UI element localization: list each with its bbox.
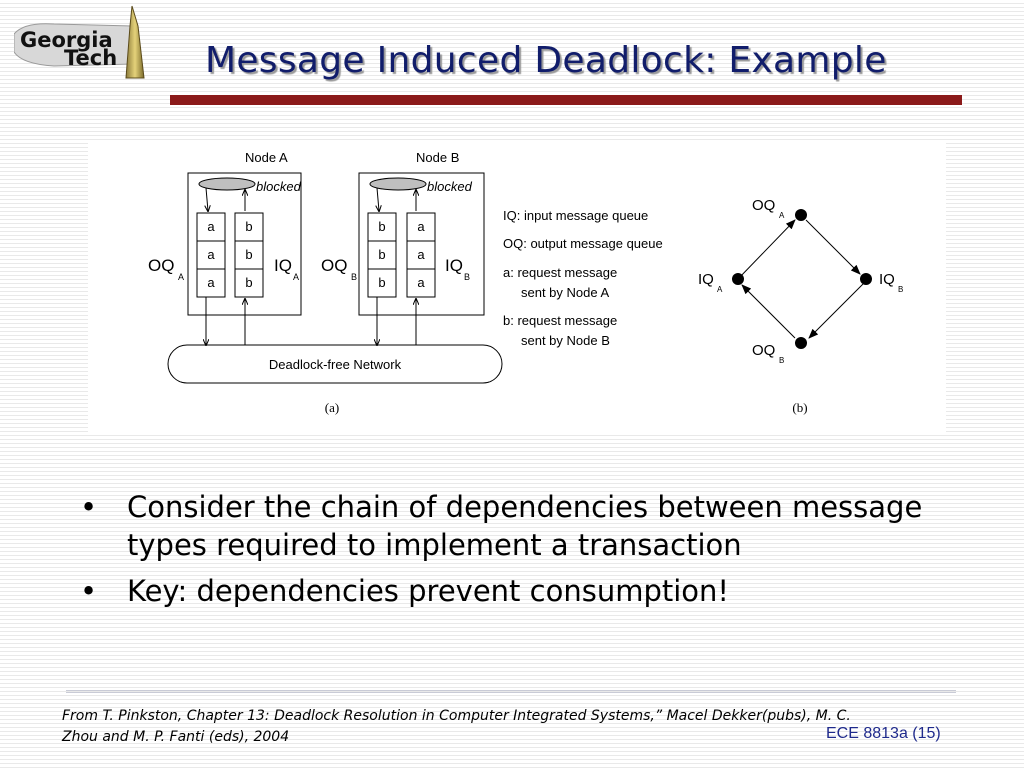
node-iqb-subscript: B <box>898 285 903 294</box>
node-a-iq-label: IQ <box>274 256 292 275</box>
node-b-arrow-into-oq <box>377 187 379 211</box>
queue-cell: a <box>417 219 425 234</box>
node-a-blocked-label: blocked <box>256 179 302 194</box>
node-b-iq-cells: a a a <box>406 212 436 298</box>
node-a-oq-label: OQ <box>148 256 174 275</box>
dependency-graph: OQ A IQ A IQ B OQ B (b) <box>698 197 903 415</box>
node-iqa-subscript: A <box>717 285 723 294</box>
node-b-box <box>358 172 485 316</box>
node-a-oq-cells: a a a <box>196 212 226 298</box>
legend-a-line2: sent by Node A <box>521 285 609 300</box>
node-iqb-label: IQ <box>879 271 895 288</box>
node-a-oq-subscript: A <box>178 272 184 282</box>
bullet-text: Key: dependencies prevent consumption! <box>127 574 730 608</box>
deadlock-figure: Node A blocked a a a b b b OQ A <box>88 140 946 434</box>
queue-cell: a <box>207 219 215 234</box>
queue-cell: a <box>207 247 215 262</box>
queue-cell: a <box>417 275 425 290</box>
node-b-oq-subscript: B <box>351 272 357 282</box>
caption-a: (a) <box>325 400 339 415</box>
node-oqb-label: OQ <box>752 342 775 359</box>
node-iqb <box>860 273 872 285</box>
node-b-oq-label: OQ <box>321 256 347 275</box>
bullet-item: • Consider the chain of dependencies bet… <box>80 488 960 564</box>
slide-title: Message Induced Deadlock: Example <box>205 40 887 81</box>
georgia-tech-logo: Georgia Tech <box>13 4 154 84</box>
node-b-label: Node B <box>416 150 459 165</box>
node-iqa <box>732 273 744 285</box>
logo-text-tech: Tech <box>64 46 117 70</box>
legend-iq: IQ: input message queue <box>503 208 648 223</box>
node-oqb <box>795 337 807 349</box>
bullet-text: Consider the chain of dependencies betwe… <box>127 490 923 562</box>
logo-graphic: Georgia Tech <box>13 5 145 79</box>
title-underline <box>170 95 962 105</box>
node-b-oq-cells: b b b <box>367 212 397 298</box>
node-iqa-label: IQ <box>698 271 714 288</box>
node-b-blocked-label: blocked <box>427 179 473 194</box>
queue-cell: b <box>245 247 252 262</box>
queue-cell: b <box>378 219 385 234</box>
network-label: Deadlock-free Network <box>269 357 402 372</box>
legend-b-line1: b: request message <box>503 313 617 328</box>
node-a-iq-cells: b b b <box>234 212 264 298</box>
caption-b: (b) <box>792 400 807 415</box>
edge-oqb-to-iqa <box>741 284 796 339</box>
node-oqa <box>795 209 807 221</box>
legend-a-line1: a: request message <box>503 265 617 280</box>
node-a-label: Node A <box>245 150 288 165</box>
bullet-marker: • <box>80 490 98 524</box>
node-a: Node A blocked a a a b b b OQ A <box>148 150 302 345</box>
queue-cell: a <box>417 247 425 262</box>
bullet-item: • Key: dependencies prevent consumption! <box>80 572 960 610</box>
bullet-marker: • <box>80 574 98 608</box>
deadlock-diagram: Node A blocked a a a b b b OQ A <box>148 150 903 415</box>
legend: IQ: input message queue OQ: output messa… <box>503 208 663 348</box>
node-a-iq-subscript: A <box>293 272 299 282</box>
node-b: Node B blocked b b b a a a OQ B <box>321 150 485 345</box>
queue-cell: a <box>207 275 215 290</box>
queue-cell: b <box>245 219 252 234</box>
edge-iqa-to-oqa <box>737 219 796 280</box>
deadlock-free-network <box>167 344 503 384</box>
edge-iqb-to-oqb <box>808 283 864 339</box>
queue-cell: b <box>378 247 385 262</box>
node-oqa-label: OQ <box>752 197 775 214</box>
legend-b-line2: sent by Node B <box>521 333 610 348</box>
legend-oq: OQ: output message queue <box>503 236 663 251</box>
node-b-iq-subscript: B <box>464 272 470 282</box>
node-oqb-subscript: B <box>779 356 784 365</box>
node-b-iq-label: IQ <box>445 256 463 275</box>
node-a-arrow-into-oq <box>206 187 208 211</box>
bullet-list: • Consider the chain of dependencies bet… <box>80 488 960 618</box>
edge-oqa-to-iqb <box>805 219 861 275</box>
logo-text-georgia: Georgia <box>20 28 113 52</box>
node-a-blocked-ellipse <box>198 177 256 191</box>
citation-text: From T. Pinkston, Chapter 13: Deadlock R… <box>62 708 851 745</box>
queue-cell: b <box>245 275 252 290</box>
footer-divider <box>66 690 956 693</box>
slide-footer: ECE 8813a (15) <box>826 725 941 742</box>
queue-cell: b <box>378 275 385 290</box>
node-oqa-subscript: A <box>779 211 785 220</box>
node-b-blocked-ellipse <box>369 177 427 191</box>
